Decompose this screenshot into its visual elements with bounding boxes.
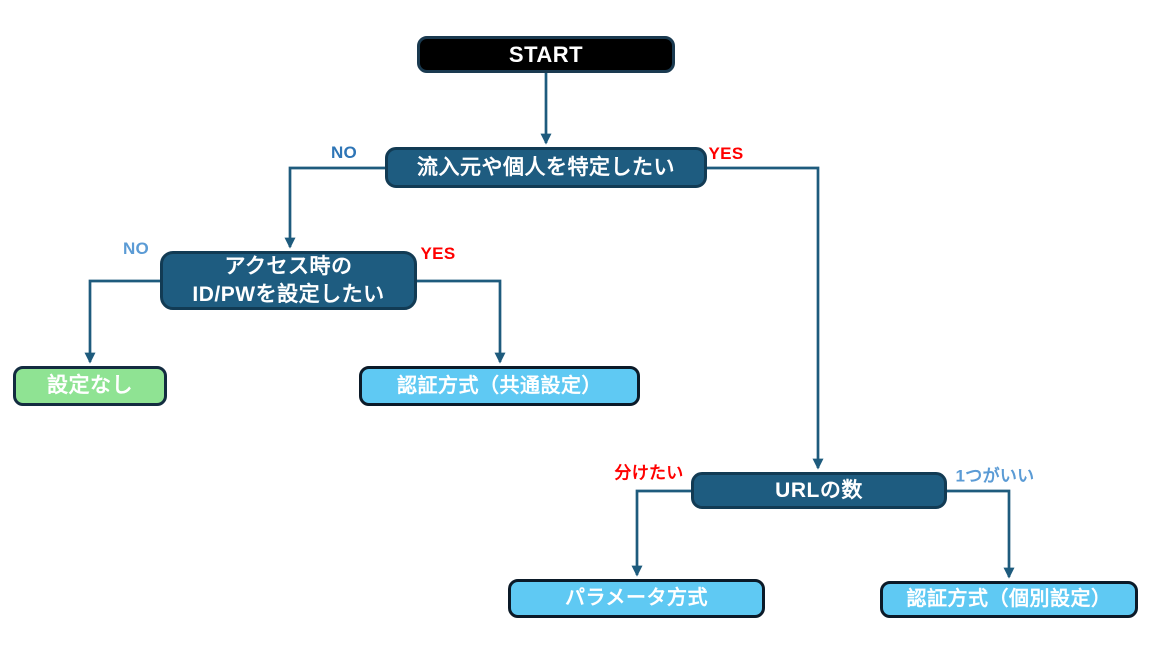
node-leaf-no-setting: 設定なし (13, 366, 167, 406)
node-start: START (417, 36, 675, 73)
edge-label-identify-yes: YES (708, 144, 744, 163)
edge-label-url-split: 分けたい (614, 463, 684, 483)
edge-url-single-to-auth-individual (947, 489, 1015, 579)
edge-label-identify-no: NO (330, 143, 358, 162)
node-leaf-auth-individual: 認証方式（個別設定） (880, 581, 1138, 618)
edge-label-idpw-no: NO (122, 239, 150, 258)
node-leaf-auth-common: 認証方式（共通設定） (359, 366, 640, 406)
edge-label-url-single: 1つがいい (955, 466, 1035, 486)
edge-idpw-yes-to-auth-common (417, 279, 506, 364)
edge-url-split-to-parameter (631, 489, 691, 577)
node-q-url-count: URLの数 (691, 472, 947, 509)
edge-identify-no-to-idpw (284, 166, 385, 249)
edge-idpw-no-to-no-setting (84, 279, 160, 364)
node-q-identify: 流入元や個人を特定したい (385, 147, 707, 188)
node-leaf-parameter: パラメータ方式 (508, 579, 765, 618)
edge-label-idpw-yes: YES (420, 244, 456, 263)
node-q-idpw: アクセス時の ID/PWを設定したい (160, 251, 417, 310)
edge-identify-yes-to-url-count (707, 166, 824, 470)
